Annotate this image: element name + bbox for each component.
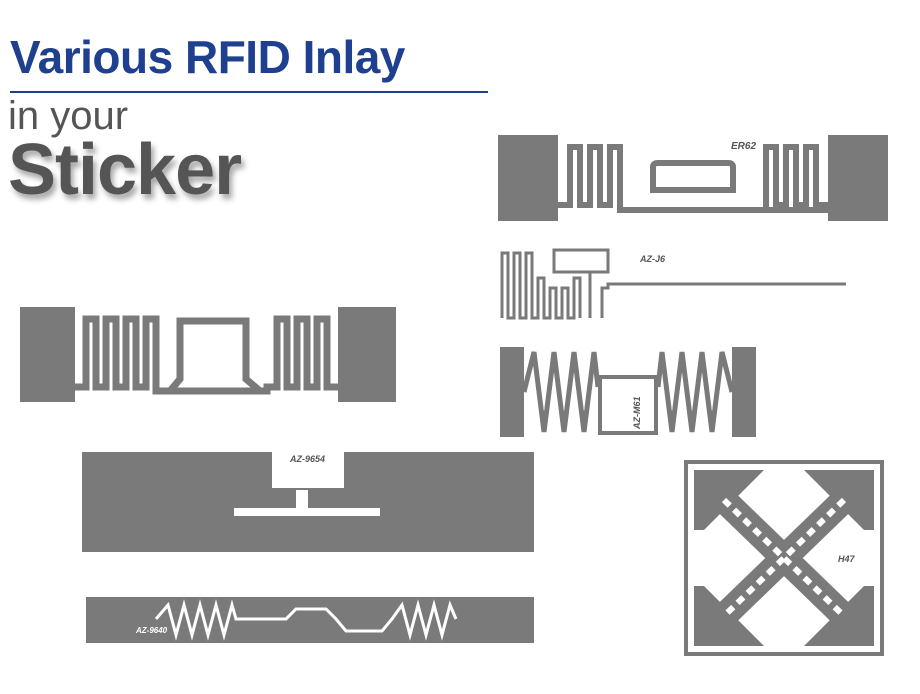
page-title: Various RFID Inlay	[10, 31, 405, 83]
inlay-az-j6-label: AZ-J6	[639, 254, 666, 264]
inlay-az-9640-label: AZ-9640	[135, 626, 168, 635]
inlay-er62-label: ER62	[731, 141, 756, 152]
inlay-az-9654: AZ-9654	[82, 452, 534, 552]
emphasis-word: Sticker	[8, 130, 242, 210]
title-underline	[10, 91, 488, 93]
inlay-az-m61-label: AZ-M61	[632, 396, 642, 430]
inlay-h47-label: H47	[838, 554, 856, 564]
inlay-er62: ER62	[498, 135, 888, 221]
inlay-az-h85: AZ-H85	[20, 307, 396, 402]
inlay-az-h85-label: AZ-H85	[187, 358, 227, 370]
inlay-az-m61: AZ-M61	[500, 347, 756, 437]
inlay-az-9640: AZ-9640	[86, 597, 534, 643]
inlay-az-9654-label: AZ-9654	[289, 454, 325, 464]
inlay-az-j6: AZ-J6	[500, 248, 846, 320]
page-subtitle: in your	[8, 94, 129, 138]
inlay-h47: H47	[684, 460, 884, 656]
